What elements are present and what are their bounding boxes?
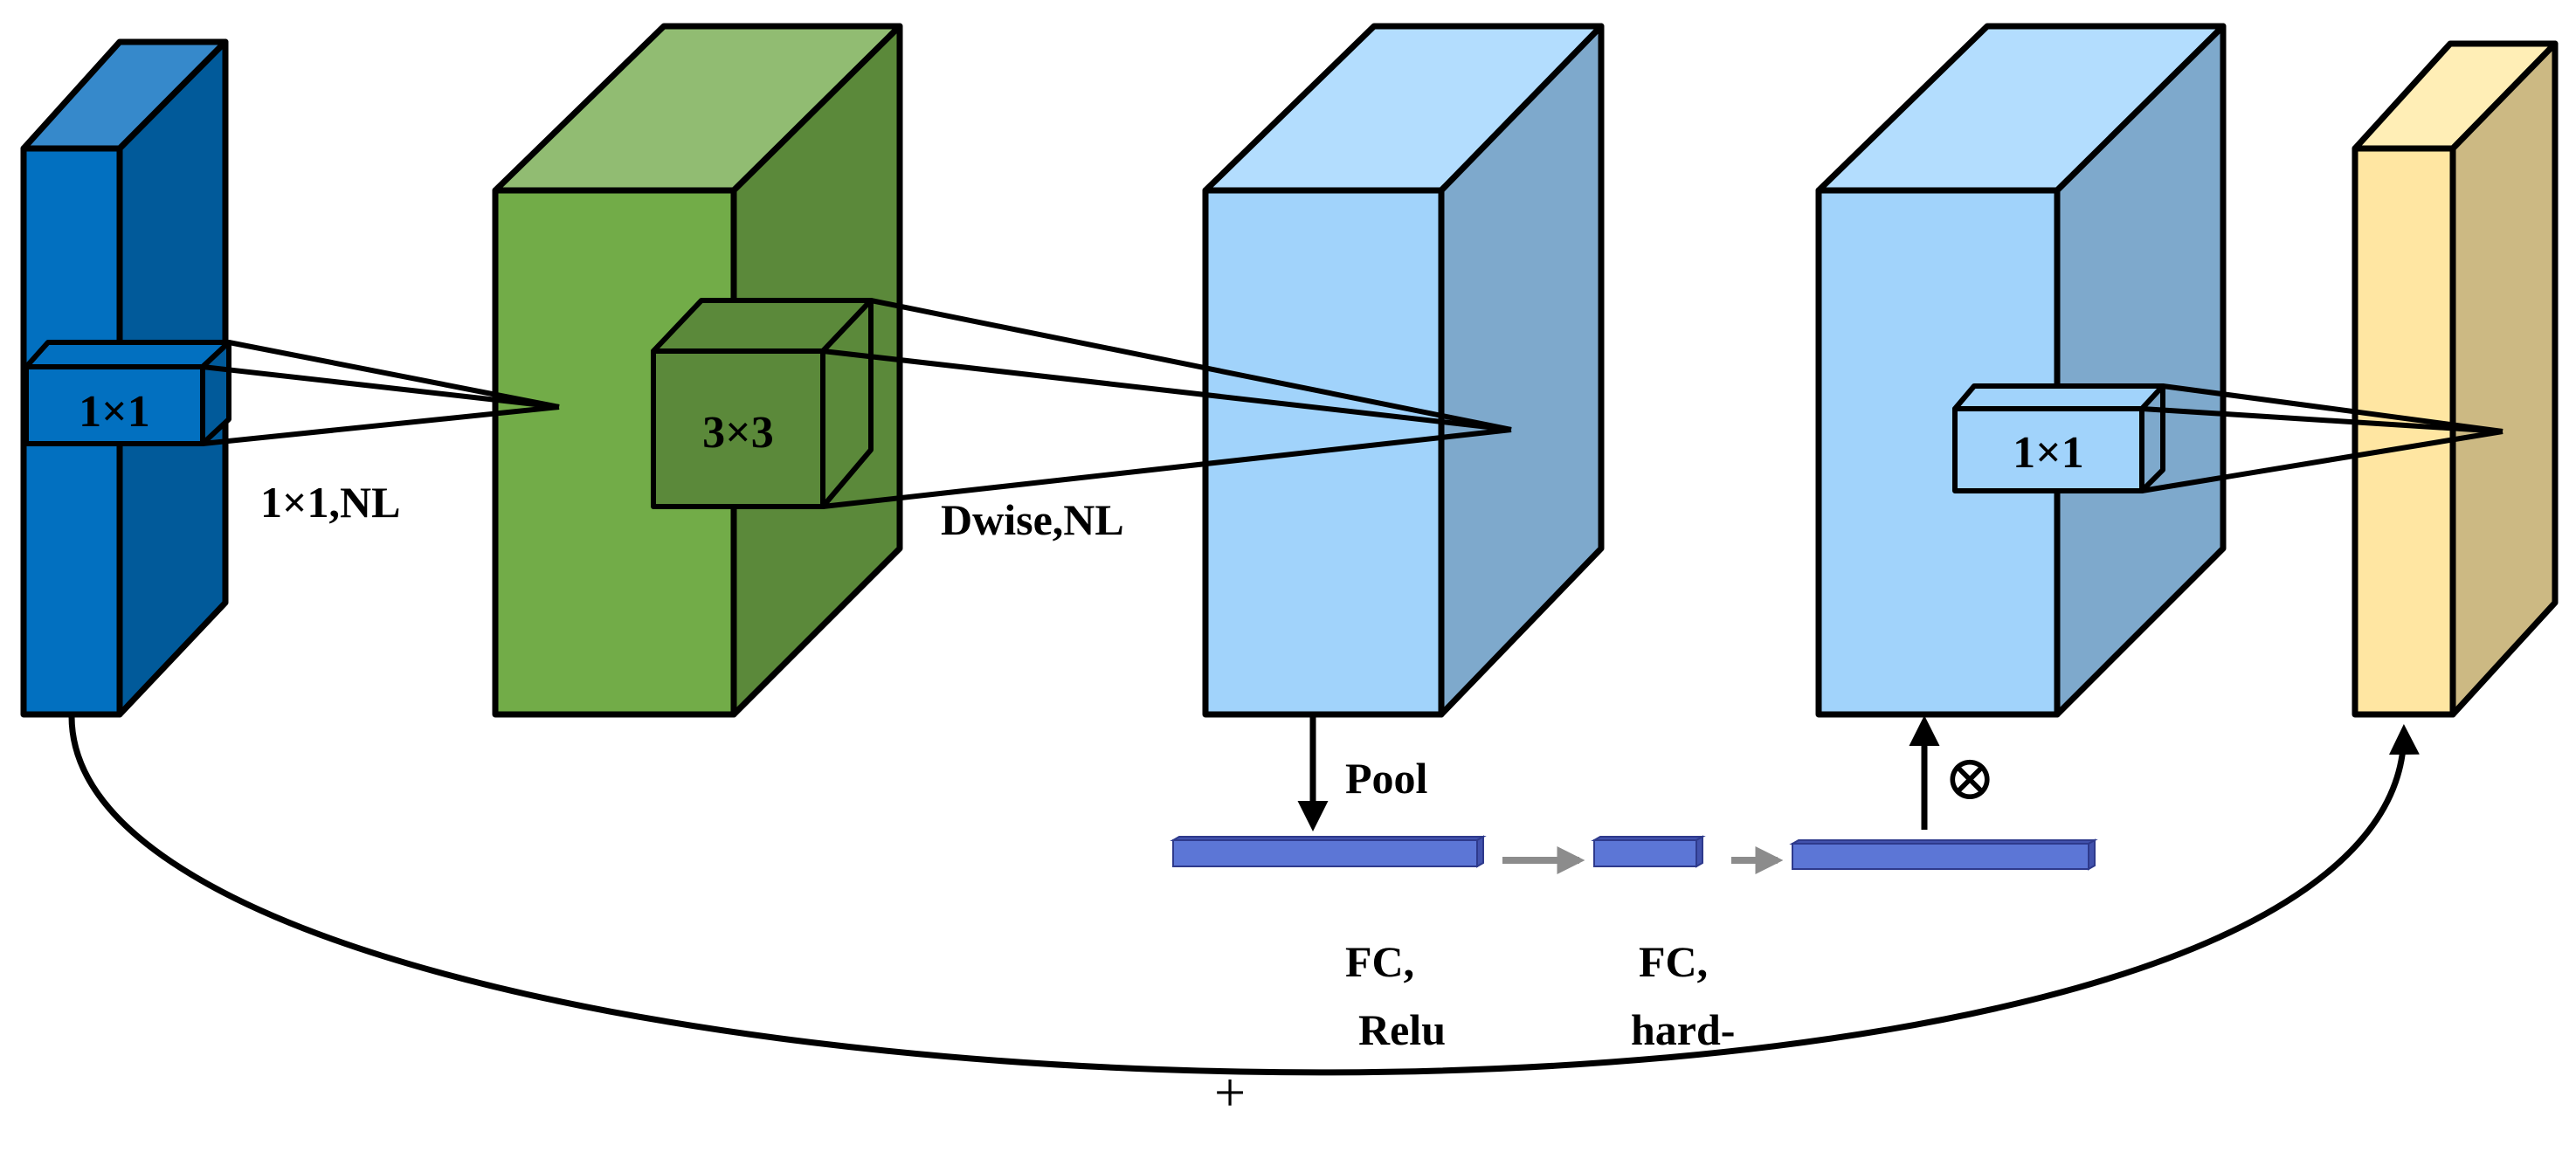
kernel3-label: 1×1 — [2013, 428, 2084, 478]
pooled-bar-front — [1172, 839, 1478, 867]
kernel1-top — [24, 340, 231, 369]
output-feature-block — [2352, 40, 2559, 718]
kernel-3x3-depthwise — [651, 298, 1512, 509]
kernel-1x1-projection — [1952, 383, 2503, 493]
fc2-vector-bar — [1789, 838, 2098, 871]
kernel1-label: 1×1 — [79, 387, 150, 437]
pooled-bar-side — [1476, 835, 1484, 868]
se-scaled-feature-block — [1815, 23, 2227, 718]
kernel2-label: 3×3 — [702, 408, 774, 458]
projection-line — [2162, 383, 2503, 434]
residual-plus: + — [1214, 1061, 1246, 1123]
fc1-vector-bar — [1591, 835, 1706, 868]
pool-label: Pool — [1345, 754, 1428, 803]
fc2-label-line1: FC, — [1639, 937, 1708, 986]
conv1-label: 1×1,NL — [260, 478, 400, 527]
fc1-label-line2: Relu — [1358, 1005, 1446, 1054]
projection-line — [2141, 429, 2503, 493]
kernel3-top — [1952, 383, 2165, 411]
conv2-label: Dwise,NL — [941, 495, 1124, 544]
kernel2-front — [651, 348, 825, 509]
fc2-bar-front — [1792, 843, 2089, 870]
fc2-bar-side — [2088, 838, 2096, 871]
projection-line — [870, 298, 1512, 432]
pooled-vector-bar — [1170, 835, 1487, 868]
projection-line — [822, 348, 1512, 432]
projection-line — [822, 427, 1512, 509]
kernel-1x1-input — [24, 340, 560, 446]
projection-line — [202, 404, 560, 446]
fc1-bar-side — [1695, 835, 1703, 868]
fc1-label-line1: FC, — [1345, 937, 1414, 986]
projection-line — [2141, 406, 2503, 434]
multiply-symbol: ⊗ — [1944, 743, 1996, 813]
se-block-front — [1815, 187, 2061, 718]
kernel1-front — [24, 364, 205, 446]
fc2-label-line2: hard- — [1631, 1005, 1735, 1054]
kernel3-side — [2139, 383, 2165, 493]
projection-line — [202, 364, 560, 410]
residual-connection: + — [68, 715, 2420, 1123]
output-block-front — [2352, 145, 2456, 718]
output-block-side — [2449, 40, 2559, 718]
kernel3-front — [1952, 406, 2144, 493]
residual-arc — [68, 715, 2420, 1076]
projection-line — [228, 340, 560, 410]
depthwise-feature-block — [1202, 23, 1605, 718]
se-module: Pool ⊗ FC, Relu FC, hard- — [1170, 714, 2098, 1054]
fc1-bar-front — [1593, 839, 1697, 867]
